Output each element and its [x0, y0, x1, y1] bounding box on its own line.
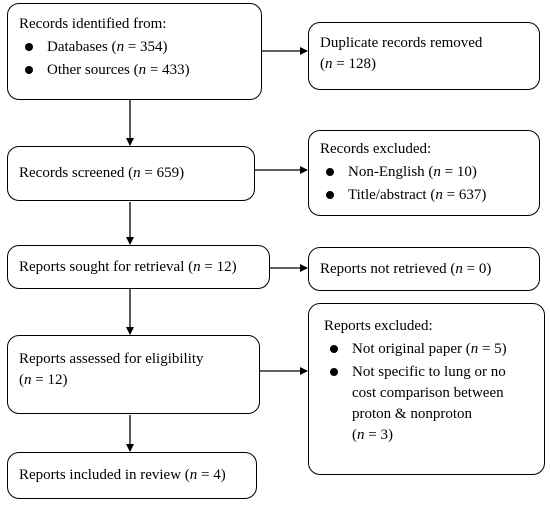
records-excluded-box: Records excluded: Non-English (n = 10) T…	[308, 130, 540, 216]
non-english-item: Non-English (n = 10)	[320, 162, 528, 183]
reports-sought-label: Reports sought for retrieval (n = 12)	[19, 258, 237, 275]
records-screened-label: Records screened (n = 659)	[19, 165, 185, 181]
records-screened-box: Records screened (n = 659)	[7, 146, 255, 201]
records-identified-title: Records identified from:	[19, 16, 167, 32]
records-identified-box: Records identified from: Databases (n = …	[7, 3, 262, 100]
databases-item: Databases (n = 354)	[19, 37, 250, 58]
reports-excluded-box: Reports excluded: Not original paper (n …	[308, 303, 545, 475]
reports-included-label: Reports included in review (n = 4)	[19, 467, 226, 483]
reports-excluded-title: Reports excluded:	[324, 318, 433, 334]
not-original-paper-item: Not original paper (n = 5)	[324, 339, 533, 360]
reports-sought-box: Reports sought for retrieval (n = 12)	[7, 245, 270, 289]
other-sources-item: Other sources (n = 433)	[19, 60, 250, 81]
duplicates-label: Duplicate records removed	[320, 35, 483, 51]
not-specific-item: Not specific to lung or no cost comparis…	[324, 362, 533, 446]
records-excluded-title: Records excluded:	[320, 141, 432, 157]
title-abstract-item: Title/abstract (n = 637)	[320, 185, 528, 206]
duplicates-removed-box: Duplicate records removed (n = 128)	[308, 22, 540, 90]
reports-assessed-count: (n = 12)	[19, 372, 68, 388]
reports-included-box: Reports included in review (n = 4)	[7, 452, 257, 499]
not-retrieved-label: Reports not retrieved (n = 0)	[320, 260, 492, 277]
reports-assessed-label: Reports assessed for eligibility	[19, 351, 204, 367]
reports-assessed-box: Reports assessed for eligibility (n = 12…	[7, 335, 260, 414]
not-retrieved-box: Reports not retrieved (n = 0)	[308, 247, 540, 291]
duplicates-count: (n = 128)	[320, 56, 376, 72]
